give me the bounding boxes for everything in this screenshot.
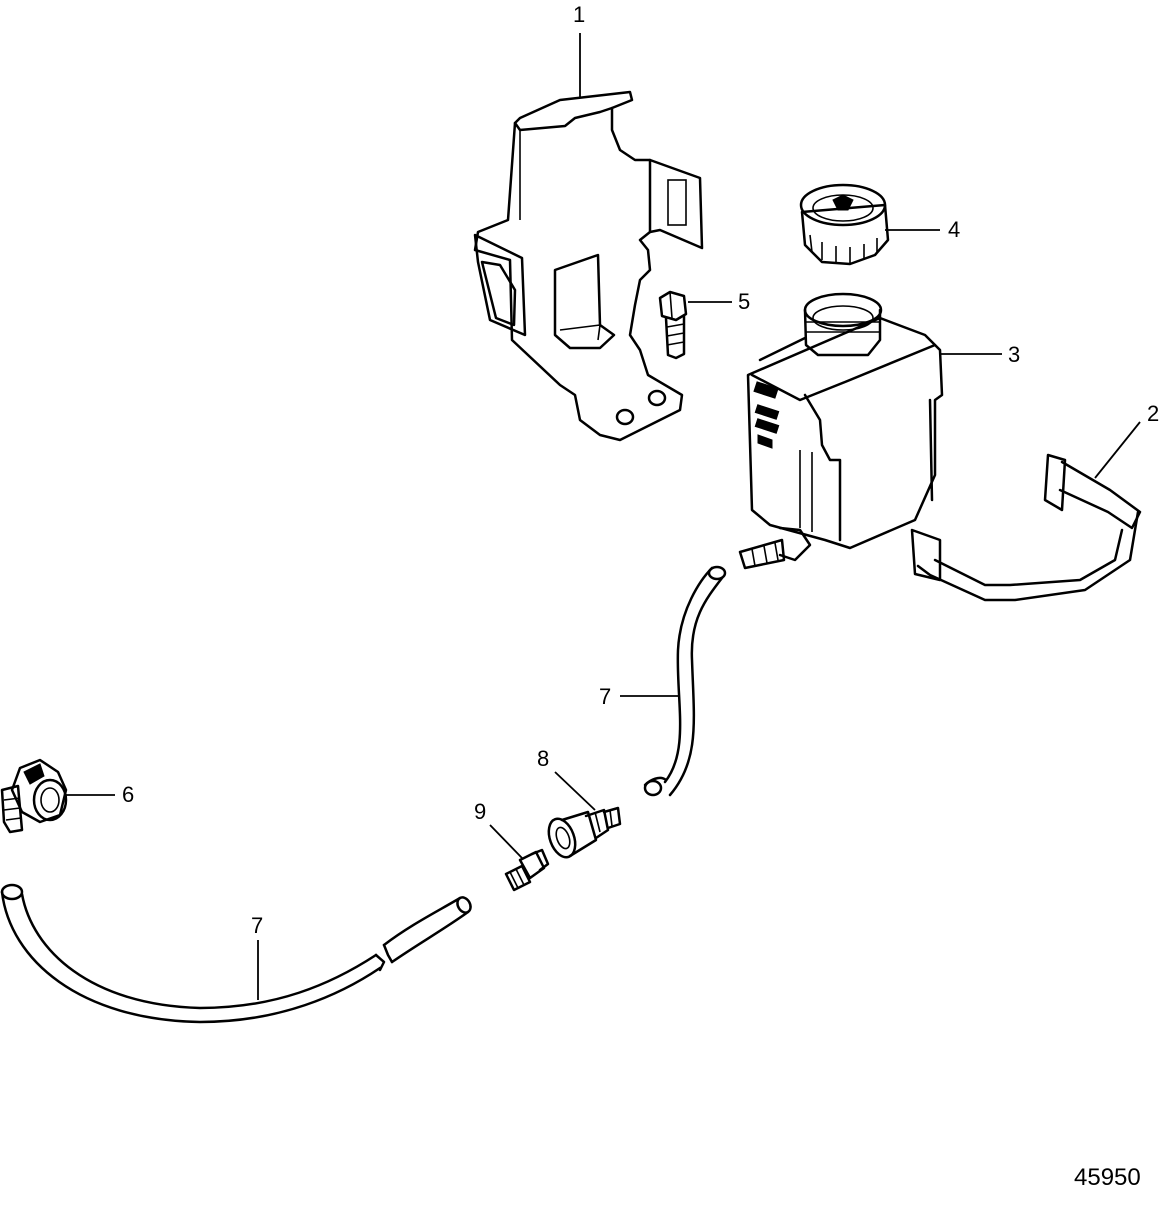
upper-hose bbox=[643, 565, 727, 797]
callout-7-upper: 7 bbox=[599, 684, 612, 709]
bolt bbox=[658, 290, 688, 360]
quick-connector bbox=[547, 806, 622, 859]
callout-7-lower: 7 bbox=[251, 913, 264, 938]
retaining-strap bbox=[910, 453, 1142, 602]
figure-number: 45950 bbox=[1074, 1164, 1141, 1191]
callout-9: 9 bbox=[474, 799, 487, 824]
reservoir-tank bbox=[738, 292, 944, 570]
callout-6: 6 bbox=[122, 782, 135, 807]
lower-hose bbox=[0, 883, 472, 1024]
callout-5: 5 bbox=[738, 289, 751, 314]
callout-8: 8 bbox=[537, 746, 550, 771]
elbow-fitting bbox=[0, 758, 68, 834]
reservoir-cap bbox=[799, 183, 890, 266]
callout-2: 2 bbox=[1147, 401, 1160, 426]
callout-4: 4 bbox=[948, 217, 961, 242]
callout-3: 3 bbox=[1008, 342, 1021, 367]
callout-1: 1 bbox=[573, 2, 586, 27]
barbed-fitting bbox=[504, 848, 550, 892]
leader-lines bbox=[66, 33, 1141, 1000]
mounting-bracket bbox=[473, 90, 704, 442]
